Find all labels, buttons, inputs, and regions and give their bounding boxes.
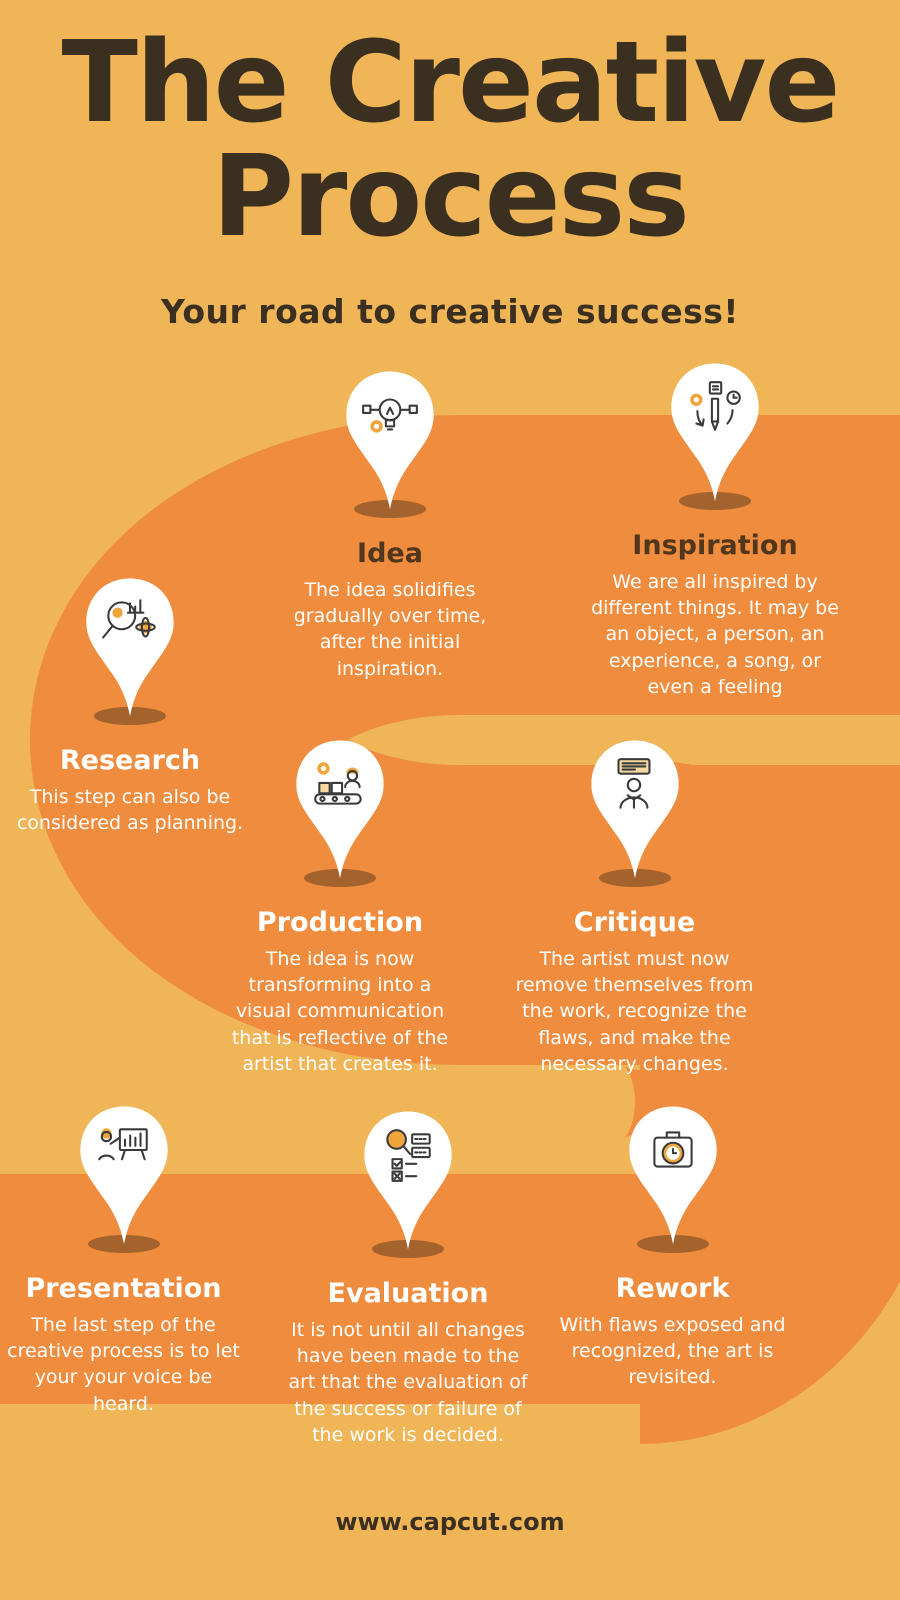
step-label: Production	[256, 907, 424, 938]
critique-icon	[616, 758, 650, 809]
step-description: We are all inspired by different things.…	[591, 571, 839, 698]
map-pin	[579, 737, 691, 894]
title-line-1: The Creative	[61, 18, 841, 148]
step-research: Research This step can also be considere…	[15, 575, 245, 836]
map-pin	[68, 1103, 180, 1260]
rework-icon	[652, 1131, 693, 1168]
pin-wrap	[285, 368, 495, 538]
step-critique: Critique The artist must now remove them…	[512, 737, 757, 1077]
pin-wrap	[550, 1103, 795, 1273]
footer-url: www.capcut.com	[335, 1508, 565, 1536]
presentation-icon	[97, 1128, 148, 1161]
map-pin	[74, 575, 186, 732]
pin-shape	[364, 1111, 452, 1250]
step-description: It is not until all changes have been ma…	[288, 1319, 528, 1446]
pin-wrap	[6, 1103, 241, 1273]
inspiration-icon	[690, 381, 741, 431]
step-idea: Idea The idea solidifies gradually over …	[285, 368, 495, 682]
map-pin	[352, 1108, 464, 1265]
title-line-2: Process	[212, 132, 690, 263]
idea-icon	[362, 398, 418, 433]
map-pin	[617, 1103, 729, 1260]
map-pin	[284, 737, 396, 894]
step-description: The last step of the creative process is…	[7, 1314, 240, 1415]
production-icon	[314, 762, 362, 805]
step-description: This step can also be considered as plan…	[16, 786, 244, 835]
step-rework: Rework With flaws exposed and recognized…	[550, 1103, 795, 1391]
step-description: The artist must now remove themselves fr…	[515, 948, 754, 1075]
pin-shape	[590, 740, 679, 879]
pin-wrap	[225, 737, 455, 907]
step-label: Idea	[357, 538, 423, 569]
step-label: Research	[59, 745, 201, 776]
step-presentation: Presentation The last step of the creati…	[6, 1103, 241, 1417]
pin-shape	[628, 1106, 717, 1245]
step-label: Critique	[573, 907, 696, 938]
evaluation-icon	[386, 1129, 431, 1182]
step-label: Presentation	[25, 1273, 222, 1304]
step-label: Inspiration	[632, 530, 798, 561]
pin-wrap	[283, 1108, 533, 1278]
step-label: Rework	[615, 1273, 730, 1304]
step-evaluation: Evaluation It is not until all changes h…	[283, 1108, 533, 1448]
pin-shape	[296, 740, 384, 879]
pin-wrap	[512, 737, 757, 907]
research-icon	[102, 599, 156, 639]
step-label: Evaluation	[327, 1278, 489, 1309]
page-subtitle: Your road to creative success!	[161, 292, 739, 331]
step-inspiration: Inspiration We are all inspired by diffe…	[590, 360, 840, 700]
step-description: With flaws exposed and recognized, the a…	[559, 1314, 786, 1389]
step-production: Production The idea is now transforming …	[225, 737, 455, 1077]
page-title: The Creative Process	[0, 18, 900, 263]
pin-wrap	[15, 575, 245, 745]
step-description: The idea solidifies gradually over time,…	[293, 579, 487, 680]
map-pin	[334, 368, 446, 525]
map-pin	[659, 360, 771, 517]
pin-wrap	[590, 360, 840, 530]
step-description: The idea is now transforming into a visu…	[231, 948, 449, 1075]
